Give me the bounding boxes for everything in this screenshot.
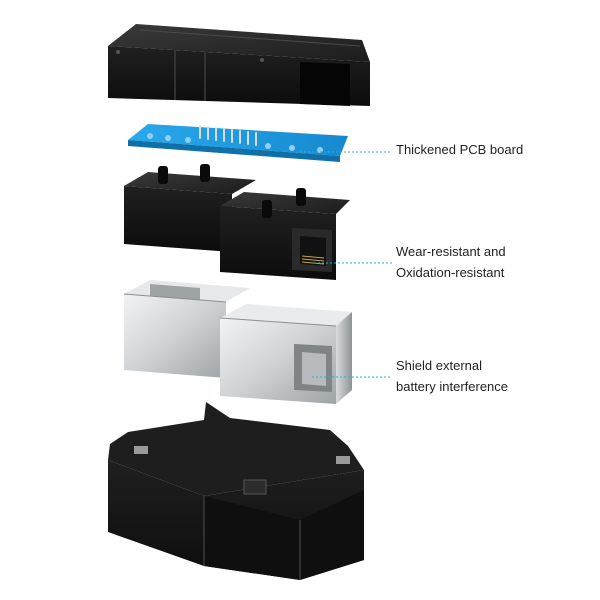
metal-shield-left — [123, 280, 250, 378]
bottom-housing — [108, 402, 364, 580]
callout-leaders — [300, 151, 392, 378]
black-jack-left — [124, 164, 256, 252]
callout-pcb: Thickened PCB board — [396, 139, 523, 160]
top-cover — [108, 24, 370, 106]
callout-wear-line1: Wear-resistant and — [396, 244, 506, 259]
callout-pcb-line1: Thickened PCB board — [396, 142, 524, 157]
callout-shield: Shield external battery interference — [396, 355, 508, 397]
pcb-board — [128, 124, 348, 162]
black-jack-right — [220, 188, 350, 280]
callout-wear: Wear-resistant and Oxidation-resistant — [396, 241, 506, 283]
metal-shield-right — [219, 304, 352, 404]
callout-wear-line2: Oxidation-resistant — [396, 265, 505, 280]
callout-shield-line2: battery interference — [396, 379, 509, 394]
callout-shield-line1: Shield external — [396, 358, 482, 373]
